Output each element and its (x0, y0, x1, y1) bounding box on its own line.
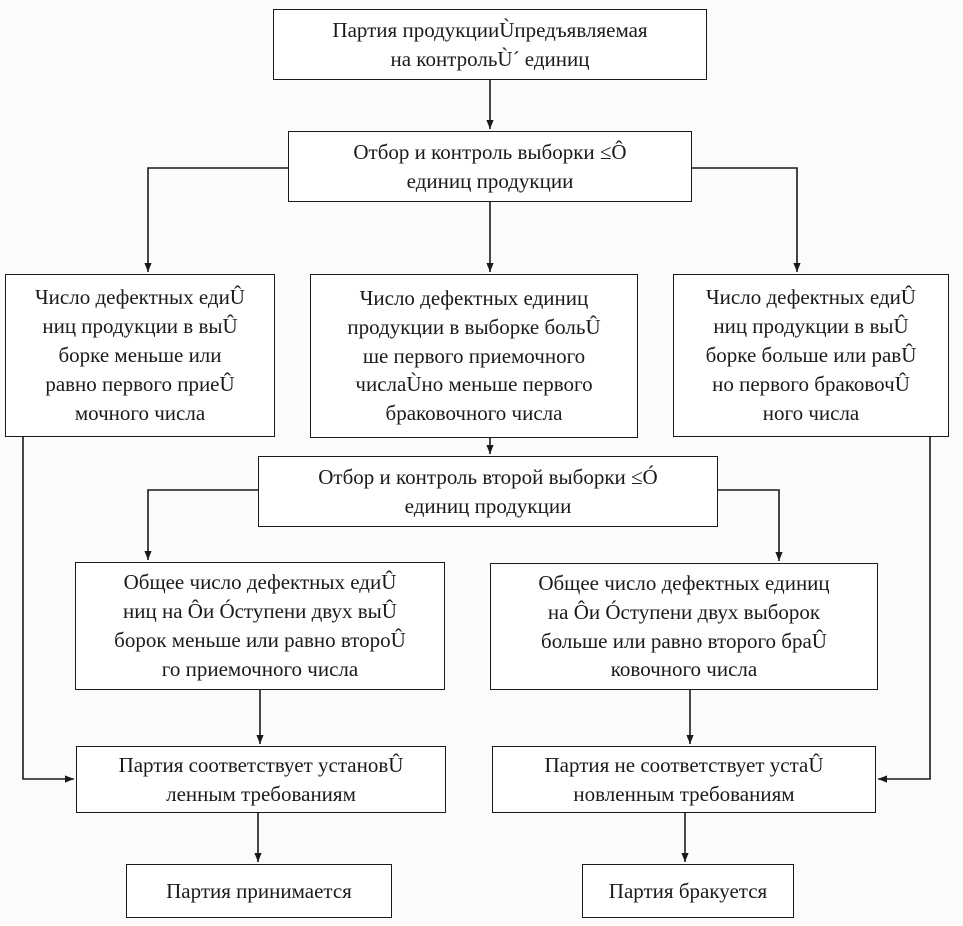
box-accept-text: Партия принимается (166, 878, 352, 903)
arrow-right1-to-nonconform (878, 437, 931, 783)
box-left1-text: Число дефектных едиÛ ниц продукции в выÛ… (35, 285, 245, 425)
box-right1: Число дефектных едиÛ ниц продукции в выÛ… (673, 274, 949, 437)
box-right1-text: Число дефектных едиÛ ниц продукции в выÛ… (705, 285, 917, 425)
box-left2: Общее число дефектных едиÛ ниц на Ôи Óст… (75, 562, 445, 690)
arrow-sample1-to-left1 (144, 167, 288, 272)
box-sample1-text: Отбор и контроль выборки ≤Ô единиц проду… (353, 139, 627, 193)
box-left1: Число дефектных едиÛ ниц продукции в выÛ… (5, 274, 275, 437)
box-lot-text: Партия продукцииÙпредъявляемая на контро… (332, 17, 648, 71)
box-reject: Партия бракуется (582, 864, 794, 918)
arrow-sample1-to-right1 (692, 167, 801, 272)
box-nonconform: Партия не соответствует устаÛ новленным … (492, 746, 876, 813)
box-right2: Общее число дефектных единиц на Ôи Óступ… (490, 563, 878, 690)
box-sample1: Отбор и контроль выборки ≤Ô единиц проду… (288, 131, 692, 202)
box-mid1: Число дефектных единиц продукции в выбор… (310, 274, 638, 438)
box-sample2-text: Отбор и контроль второй выборки ≤Ó едини… (318, 464, 658, 518)
box-lot: Партия продукцииÙпредъявляемая на контро… (273, 9, 707, 80)
box-accept: Партия принимается (126, 864, 392, 918)
box-nonconform-text: Партия не соответствует устаÛ новленным … (544, 752, 824, 806)
box-conform-text: Партия соответствует установÛ ленным тре… (118, 752, 404, 806)
box-left2-text: Общее число дефектных едиÛ ниц на Ôи Óст… (114, 570, 406, 681)
box-sample2: Отбор и контроль второй выборки ≤Ó едини… (258, 456, 718, 527)
arrow-sample2-to-left2 (144, 489, 258, 560)
arrow-sample2-to-right2 (718, 489, 783, 561)
box-right2-text: Общее число дефектных единиц на Ôи Óступ… (538, 570, 830, 682)
box-mid1-text: Число дефектных единиц продукции в выбор… (347, 285, 601, 426)
box-reject-text: Партия бракуется (608, 878, 768, 903)
arrow-left1-to-conform (22, 437, 74, 783)
box-conform: Партия соответствует установÛ ленным тре… (76, 746, 446, 813)
